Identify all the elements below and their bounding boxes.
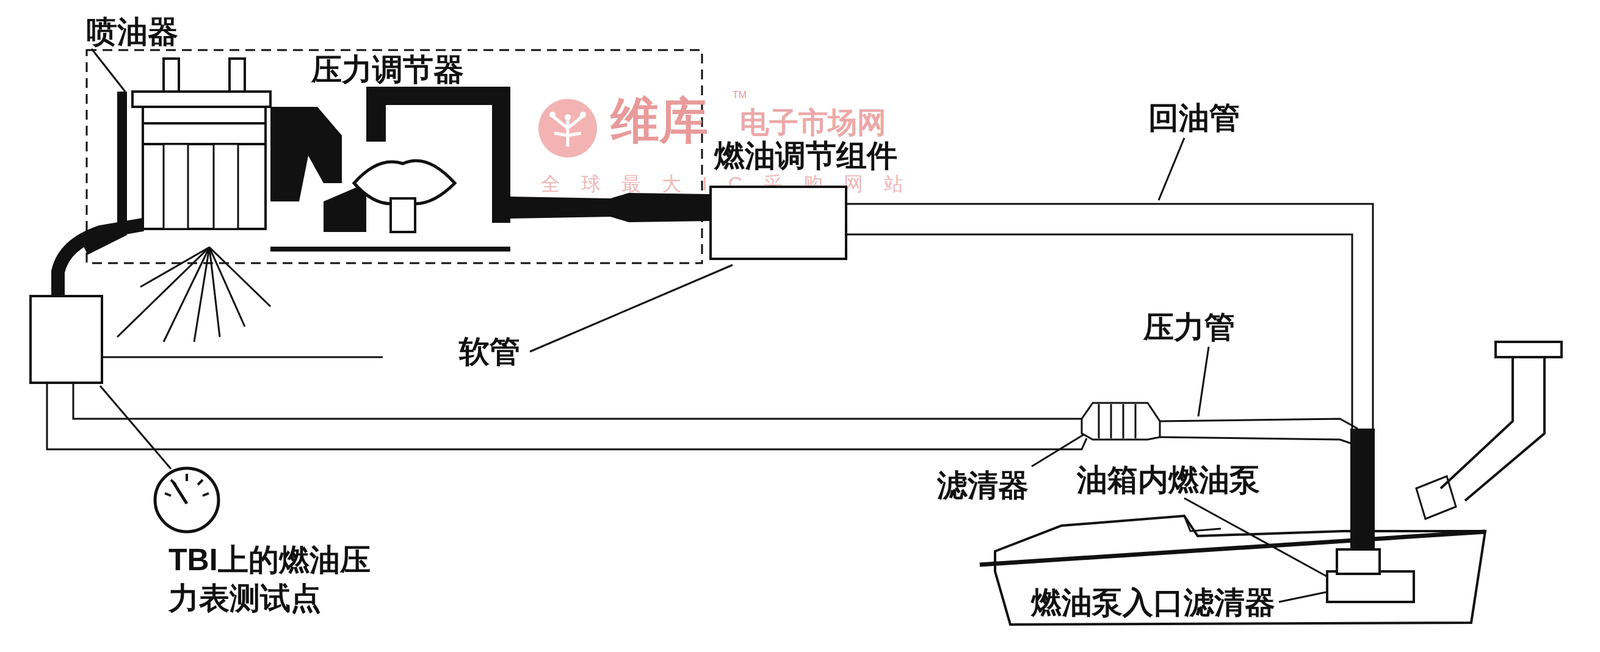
gauge-needle	[173, 482, 187, 504]
pipe-outer-line	[1159, 437, 1358, 446]
assembly-node: 燃油调节组件	[709, 140, 898, 261]
gauge-dial	[155, 468, 219, 532]
fuel-spray	[117, 247, 271, 342]
logo-dot	[579, 111, 587, 118]
injector-body	[142, 106, 266, 229]
part-label: 压力管	[1143, 311, 1235, 344]
regulator-wall	[270, 106, 342, 202]
injector	[85, 58, 271, 251]
pressure-regulator	[270, 86, 710, 250]
part-label: 滤清器	[937, 469, 1029, 502]
spray-line	[140, 247, 210, 287]
pipe-outer-line	[47, 382, 1087, 450]
feed-hose	[57, 224, 143, 297]
test-point-block	[30, 296, 102, 383]
tank-outline	[995, 515, 1486, 625]
pipe-inner-line	[1159, 418, 1358, 429]
regulator-outlet-pipe	[510, 192, 710, 223]
gauge-leader	[100, 385, 171, 469]
logo-circle	[538, 98, 598, 158]
injector-terminal	[163, 58, 179, 93]
injector-core	[213, 144, 239, 229]
leader-line	[1158, 137, 1185, 201]
leader-line	[1031, 434, 1084, 467]
spray-line	[209, 247, 271, 307]
spray-line	[209, 247, 245, 327]
part-label: 喷油器	[86, 15, 179, 49]
leader-lines	[91, 48, 1328, 602]
regulator-base	[270, 246, 511, 252]
part-label: TBI上的燃油压力表测试点	[168, 540, 395, 618]
part-label: 回油管	[1148, 101, 1240, 135]
spray-line	[194, 247, 210, 342]
leader-line	[91, 48, 126, 92]
filler-neck	[1440, 357, 1545, 501]
pressure-gauge	[100, 385, 219, 532]
assembly-heading: 燃油调节组件	[709, 140, 898, 171]
tank-sender	[1416, 476, 1456, 519]
pump-body	[1336, 549, 1380, 574]
fuel-tank	[979, 341, 1562, 625]
pressure-pipe	[47, 382, 1358, 450]
watermark: 电子市场网	[739, 107, 887, 138]
tank-hump	[1184, 515, 1221, 532]
spray-line	[117, 247, 210, 337]
leader-line	[1184, 498, 1328, 577]
gauge-ticks	[164, 473, 209, 496]
leader-line	[1278, 592, 1326, 602]
part-label: 油箱内燃油泵	[1076, 463, 1260, 497]
return-pipe	[847, 203, 1373, 429]
pipe-inner-line	[73, 382, 1082, 419]
injector-band	[142, 122, 266, 125]
injector-plate	[132, 91, 271, 107]
pipe-inner-line	[847, 234, 1353, 429]
logo-circuit	[552, 115, 583, 147]
part-label: 压力调节器	[311, 53, 464, 87]
pipe-outer-line	[847, 203, 1373, 429]
regulator-valve	[390, 198, 416, 232]
filler-cap	[1495, 341, 1562, 358]
leader-line	[1198, 346, 1209, 417]
part-label: 燃油泵入口滤清器	[1031, 586, 1276, 620]
assembly-box	[709, 185, 848, 261]
filter-ribs	[1098, 404, 1136, 439]
leader-line	[529, 264, 733, 352]
inline-filter	[1081, 402, 1160, 440]
part-label: 软管	[459, 335, 521, 369]
logo-dot	[549, 111, 556, 118]
injector-band	[142, 142, 266, 146]
tank-flange	[979, 531, 1486, 565]
logo-dot	[564, 114, 571, 121]
injector-terminal	[229, 58, 245, 93]
watermark: 维库	[610, 95, 709, 147]
block-line	[101, 356, 383, 359]
injector-core	[163, 144, 189, 229]
pump-inlet-filter	[1327, 571, 1414, 602]
tbi-housing-dashed	[86, 50, 703, 264]
watermark-logo	[538, 98, 598, 158]
watermark: TM	[732, 90, 747, 101]
